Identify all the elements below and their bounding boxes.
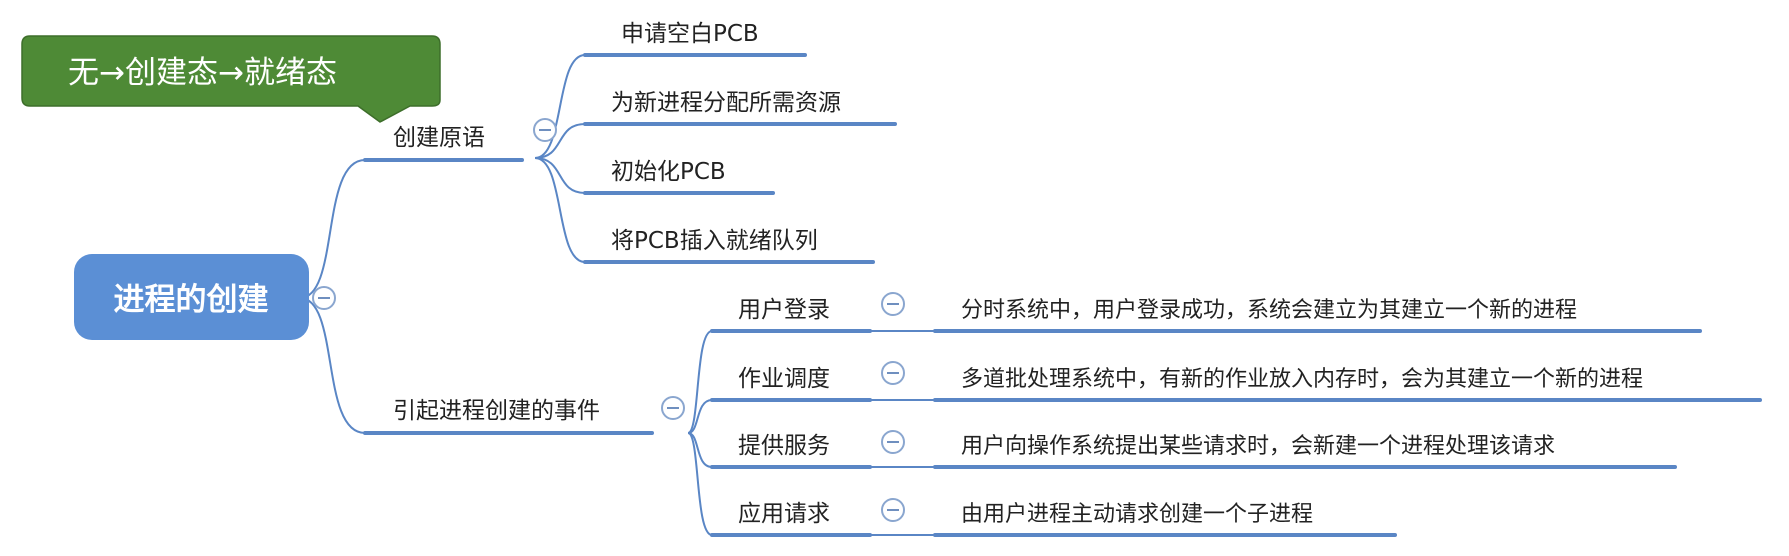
connector-b2-c4 [687,432,713,536]
connector-b1-c4 [534,157,586,263]
connector-b1-c2 [534,123,586,159]
callout-shape [21,35,441,123]
connector-root-branch-2 [299,297,366,434]
underlines [363,53,1762,537]
b2-child-4: 应用请求 [738,501,830,527]
branch-label-1: 创建原语 [393,125,485,151]
b2-child-1: 用户登录 [738,297,830,323]
root-node-label: 进程的创建 [114,282,269,318]
minus-circle-icon[interactable] [533,118,557,142]
detail-1: 分时系统中，用户登录成功，系统会建立为其建立一个新的进程 [961,298,1577,323]
b1-child-3: 初始化PCB [611,159,726,185]
minus-circle-icon[interactable] [661,396,685,420]
minus-circle-icon[interactable] [881,498,905,522]
callout-text: 无→创建态→就绪态 [68,55,337,91]
minus-circle-icon[interactable] [881,292,905,316]
b1-child-1: 申请空白PCB [621,21,759,47]
connector-b1-c1 [534,54,586,159]
branch-label-2: 引起进程创建的事件 [393,398,600,424]
connector-root-branch-1 [299,159,366,299]
root-node-box[interactable] [74,254,309,340]
b2-child-2: 作业调度 [738,366,830,392]
connector-b1-c3 [534,157,586,194]
detail-2: 多道批处理系统中，有新的作业放入内存时，会为其建立一个新的进程 [961,367,1643,392]
minus-circle-icon[interactable] [312,286,336,310]
b1-child-4: 将PCB插入就绪队列 [611,228,818,254]
connector-b2-c1 [687,330,713,434]
minus-circle-icon[interactable] [881,361,905,385]
root-node[interactable]: 进程的创建 [74,254,309,340]
detail-4: 由用户进程主动请求创建一个子进程 [961,502,1313,527]
minus-circle-icon[interactable] [881,430,905,454]
b1-child-2: 为新进程分配所需资源 [611,90,841,116]
detail-3: 用户向操作系统提出某些请求时，会新建一个进程处理该请求 [961,434,1555,459]
collapse-toggles [312,118,905,522]
b2-child-3: 提供服务 [738,433,830,459]
callout-bubble: 无→创建态→就绪态 [21,35,441,123]
connectors [299,54,935,536]
connector-b2-c2 [687,399,713,434]
